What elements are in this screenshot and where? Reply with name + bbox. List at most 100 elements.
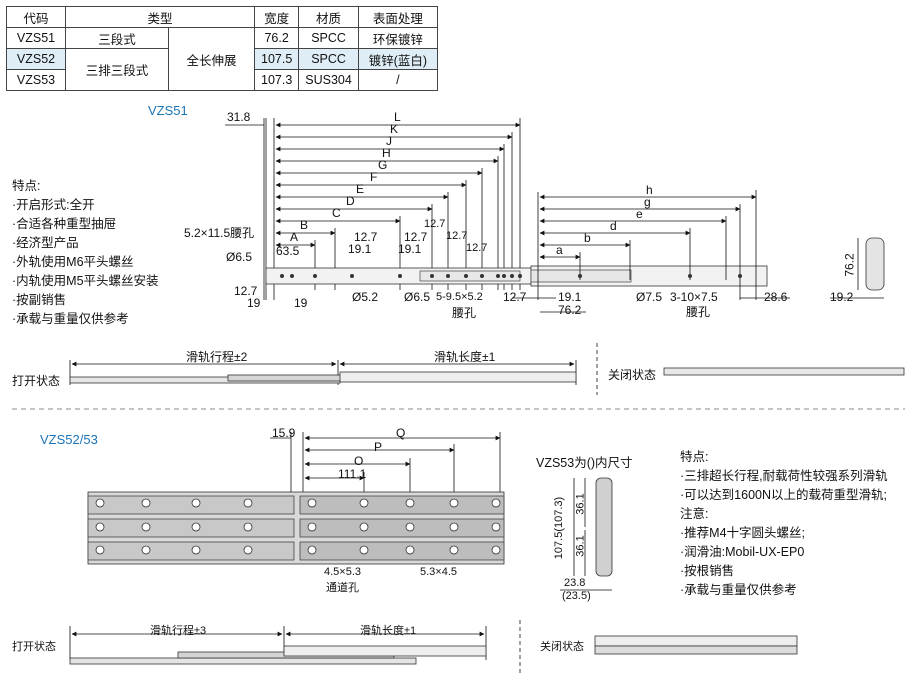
dim-19-1-a: 19.1 bbox=[348, 242, 372, 256]
dim-C: C bbox=[332, 206, 341, 220]
feature-item: ·经济型产品 bbox=[12, 236, 79, 250]
feature-item: ·按副销售 bbox=[12, 293, 67, 307]
th-type: 类型 bbox=[65, 6, 255, 28]
travel-label-2: 滑轨行程±3 bbox=[150, 625, 207, 637]
note-item: ·承载与重量仅供参考 bbox=[680, 583, 797, 597]
row3-width: 107.3 bbox=[253, 69, 300, 91]
row3-code: VZS53 bbox=[6, 69, 66, 91]
note-item: ·润滑油:Mobil-UX-EP0 bbox=[680, 545, 805, 559]
dim-P: P bbox=[374, 440, 383, 454]
label-waist-1: 腰孔 bbox=[452, 306, 477, 320]
dim-b: b bbox=[584, 231, 591, 245]
dim-B: B bbox=[300, 218, 309, 232]
dim-31-8: 31.8 bbox=[227, 110, 251, 124]
dim-d: d bbox=[610, 219, 617, 233]
dim-hole-4-5: 4.5×5.3 bbox=[324, 566, 362, 578]
dim-dia-5-2: Ø5.2 bbox=[352, 290, 379, 304]
dim-19-b: 19 bbox=[294, 296, 308, 310]
features-title: 特点: bbox=[12, 179, 41, 193]
row2-width: 107.5 bbox=[253, 48, 300, 70]
dim-D: D bbox=[346, 194, 355, 208]
travel-label-1: 滑轨行程±2 bbox=[186, 350, 248, 364]
dim-F: F bbox=[370, 170, 378, 184]
open-state-label-1: 打开状态 bbox=[12, 374, 61, 388]
dim-H: H bbox=[382, 146, 391, 160]
th-width: 宽度 bbox=[253, 6, 300, 28]
dim-15-9: 15.9 bbox=[272, 426, 296, 440]
dim-hole-5-3: 5.3×4.5 bbox=[420, 566, 458, 578]
dim-5-slots: 5-9.5×5.2 bbox=[436, 291, 483, 303]
closed-state-label-1: 关闭状态 bbox=[608, 368, 657, 382]
dim-h: h bbox=[646, 183, 653, 197]
features-title-2: 特点: bbox=[680, 450, 709, 464]
row2-type: 三排三段式 bbox=[64, 48, 170, 91]
dim-Q: Q bbox=[396, 426, 406, 440]
dim-12-7-d: 12.7 bbox=[424, 218, 446, 230]
dim-J: J bbox=[386, 134, 392, 148]
row3-material: SUS304 bbox=[298, 69, 359, 91]
length-label-1: 滑轨长度±1 bbox=[434, 350, 496, 364]
label-waist-2: 腰孔 bbox=[686, 305, 711, 319]
dim-19-1-b: 19.1 bbox=[398, 242, 422, 256]
dim-K: K bbox=[390, 122, 399, 136]
dim-12-7-e: 12.7 bbox=[446, 230, 468, 242]
row2-code: VZS52 bbox=[6, 48, 66, 70]
dim-O: O bbox=[354, 454, 364, 468]
feature-item: ·外轨使用M6平头螺丝 bbox=[12, 255, 134, 269]
model-vzs51: VZS51 bbox=[148, 103, 188, 118]
dim-12-7-c: 12.7 bbox=[404, 230, 428, 244]
dim-76-2-side: 76.2 bbox=[842, 253, 857, 277]
open-state-label-2: 打开状态 bbox=[12, 641, 56, 653]
note-item: ·推荐M4十字圆头螺丝; bbox=[680, 526, 806, 540]
spec-table: 代码 类型 宽度 材质 表面处理 VZS51 三段式 全长伸展 76.2 SPC… bbox=[6, 6, 438, 91]
feature-item: ·承载与重量仅供参考 bbox=[12, 312, 129, 326]
features-list-1: 特点: ·开启形式:全开 ·合适各种重型抽屉 ·经济型产品 ·外轨使用M6平头螺… bbox=[12, 177, 159, 329]
row3-surface: / bbox=[357, 69, 438, 91]
dim-36-1-a: 36.1 bbox=[574, 493, 587, 515]
dim-19-a: 19 bbox=[247, 296, 261, 310]
notes-title: 注意: bbox=[680, 507, 709, 521]
feature-item: ·可以达到1600N以上的载荷重型滑轨; bbox=[680, 488, 887, 502]
dim-g: g bbox=[644, 195, 651, 209]
dim-19-2: 19.2 bbox=[830, 290, 854, 304]
dim-23-5: (23.5) bbox=[562, 590, 591, 602]
dim-12-7-g: 12.7 bbox=[503, 290, 527, 304]
dim-a: a bbox=[556, 243, 563, 257]
vzs53-note: VZS53为()内尺寸 bbox=[536, 456, 633, 470]
model-vzs52-53: VZS52/53 bbox=[40, 432, 98, 447]
dim-dia-7-5: Ø7.5 bbox=[636, 290, 663, 304]
dim-E: E bbox=[356, 182, 365, 196]
dim-L: L bbox=[394, 110, 401, 124]
row1-surface: 环保镀锌 bbox=[357, 27, 438, 49]
dim-dia-6-5-a: Ø6.5 bbox=[226, 250, 253, 264]
feature-item: ·开启形式:全开 bbox=[12, 198, 95, 212]
dim-63-5: 63.5 bbox=[276, 244, 300, 258]
th-surface: 表面处理 bbox=[357, 6, 438, 28]
rail-holes bbox=[280, 274, 742, 278]
dim-12-7-a: 12.7 bbox=[234, 284, 258, 298]
dim-e: e bbox=[636, 207, 643, 221]
dim-3-slots: 3-10×7.5 bbox=[670, 290, 718, 304]
dim-23-8: 23.8 bbox=[564, 577, 586, 589]
dim-107-5: 107.5(107.3) bbox=[553, 496, 566, 560]
th-code: 代码 bbox=[6, 6, 66, 28]
feature-item: ·三排超长行程,耐载荷性较强系列滑轨 bbox=[680, 469, 888, 483]
dim-76-2: 76.2 bbox=[558, 303, 582, 317]
row2-surface: 镀锌(蓝白) bbox=[357, 48, 438, 70]
dim-12-7-b: 12.7 bbox=[354, 230, 378, 244]
closed-state-label-2: 关闭状态 bbox=[540, 641, 584, 653]
note-item: ·按根销售 bbox=[680, 564, 735, 578]
dim-36-1-b: 36.1 bbox=[574, 535, 587, 557]
dim-19-1-c: 19.1 bbox=[558, 290, 582, 304]
dim-dia-6-5-b: Ø6.5 bbox=[404, 290, 431, 304]
dim-A: A bbox=[290, 230, 299, 244]
dim-28-6: 28.6 bbox=[764, 290, 788, 304]
length-label-2: 滑轨长度±1 bbox=[360, 625, 417, 637]
features-list-2: 特点: ·三排超长行程,耐载荷性较强系列滑轨 ·可以达到1600N以上的载荷重型… bbox=[680, 448, 888, 600]
label-channel-hole: 通道孔 bbox=[326, 582, 359, 594]
row2-material: SPCC bbox=[298, 48, 359, 70]
feature-item: ·内轨使用M5平头螺丝安装 bbox=[12, 274, 159, 288]
feature-item: ·合适各种重型抽屉 bbox=[12, 217, 117, 231]
dim-G: G bbox=[378, 158, 388, 172]
